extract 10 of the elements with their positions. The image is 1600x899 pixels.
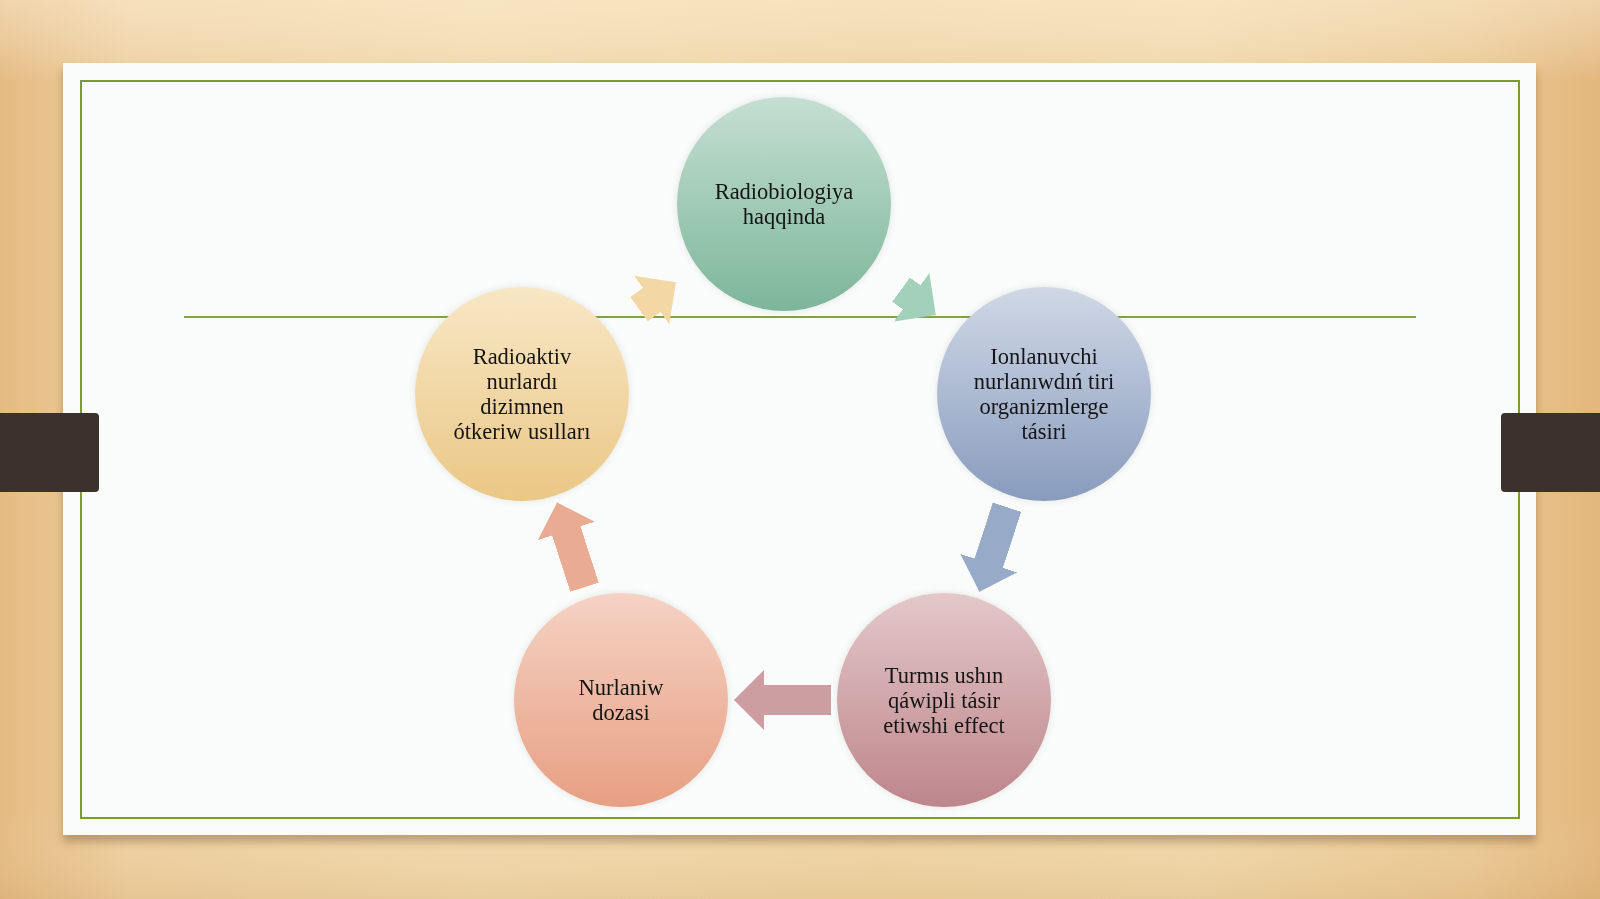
- block-arrow: [733, 670, 832, 730]
- circle-text: Radiobiologiya haqqinda: [713, 179, 855, 229]
- block-arrow: [538, 501, 599, 592]
- block-arrow: [631, 275, 677, 324]
- circle-text: Turmıs ushın qáwipli tásir etiwshi effect: [882, 662, 1006, 738]
- block-arrow: [892, 273, 937, 322]
- circle-text: Radioaktiv nurlardı dizimnen ótkeriw usılları: [452, 344, 592, 444]
- circle-text: Ionlanuvchi nurlanıwdıń tiri organizmlerge tásiri: [972, 344, 1116, 444]
- circle-text: Nurlaniw dozasi: [577, 675, 665, 725]
- block-arrow: [960, 503, 1021, 593]
